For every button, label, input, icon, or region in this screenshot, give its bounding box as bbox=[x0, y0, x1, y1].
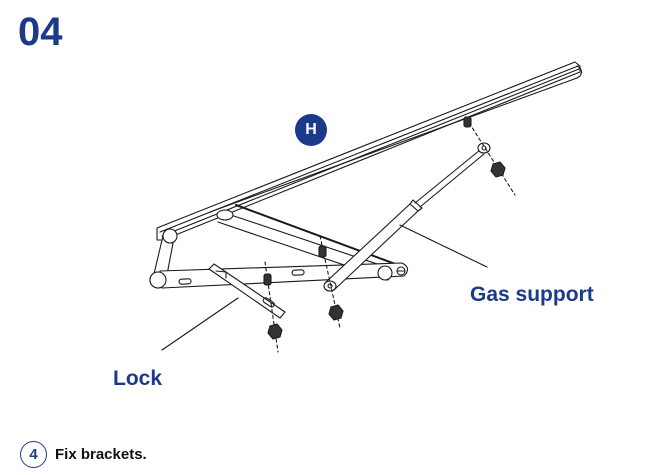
gas-support-leader bbox=[399, 224, 488, 268]
studs-and-nuts bbox=[263, 116, 506, 340]
top-rail bbox=[156, 61, 583, 241]
step-number: 04 bbox=[18, 10, 63, 54]
lock-label: Lock bbox=[113, 367, 163, 390]
instruction-step: 4 Fix brackets. bbox=[20, 441, 147, 468]
instruction-text: Fix brackets. bbox=[55, 446, 147, 463]
part-badge-h: H bbox=[295, 114, 327, 146]
lock-arm bbox=[208, 263, 286, 319]
lock-leader bbox=[161, 297, 239, 351]
instruction-number-badge: 4 bbox=[20, 441, 47, 468]
gas-strut bbox=[323, 142, 491, 292]
lower-bar bbox=[149, 262, 409, 289]
gas-support-label: Gas support bbox=[470, 283, 594, 306]
